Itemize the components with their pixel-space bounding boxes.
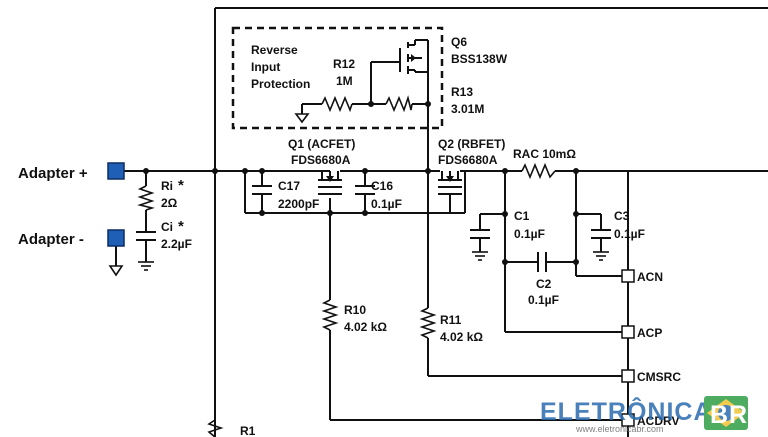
mosfet-q2	[438, 171, 462, 213]
resistor-r11	[419, 307, 437, 339]
c1-value: 0.1µF	[514, 227, 545, 241]
r13-name: R13	[451, 85, 473, 99]
capacitor-ci	[136, 231, 156, 241]
protection-label-2: Input	[251, 60, 280, 74]
pin-acn-label: ACN	[637, 270, 663, 284]
ri-star: *	[178, 177, 184, 194]
ground-ri	[138, 261, 154, 271]
watermark-flag-icon: BR	[704, 396, 748, 430]
protection-label-1: Reverse	[251, 43, 298, 57]
q1-name: Q1 (ACFET)	[288, 137, 355, 151]
ci-value: 2.2µF	[161, 237, 192, 251]
c3-value: 0.1µF	[614, 227, 645, 241]
capacitor-c1	[470, 229, 490, 239]
ci-name: Ci	[161, 220, 173, 234]
r12-name: R12	[333, 57, 355, 71]
watermark-br: BR	[710, 401, 748, 429]
pin-acdrv-box	[621, 413, 635, 427]
q6-part: BSS138W	[451, 52, 508, 66]
c17-value: 2200pF	[278, 197, 319, 211]
pin-cmsrc-box	[621, 369, 635, 383]
ri-value: 2Ω	[161, 196, 178, 210]
protection-label-3: Protection	[251, 77, 310, 91]
c16-name: C16	[371, 179, 393, 193]
mosfet-q6	[399, 40, 422, 74]
q6-name: Q6	[451, 35, 467, 49]
r10-value: 4.02 kΩ	[344, 320, 387, 334]
junction-dots	[143, 101, 579, 265]
c2-value: 0.1µF	[528, 293, 559, 307]
resistor-ri	[137, 185, 155, 211]
q2-part: FDS6680A	[438, 153, 498, 167]
watermark: ELETRÔNICA BR www.eletronicabr.com	[540, 396, 748, 434]
r11-value: 4.02 kΩ	[440, 330, 483, 344]
c1-name: C1	[514, 209, 530, 223]
adapter-plus-terminal	[107, 162, 125, 180]
adapter-minus-label: Adapter -	[18, 231, 84, 248]
pin-acp-label: ACP	[637, 326, 662, 340]
watermark-url: www.eletronicabr.com	[575, 424, 664, 434]
q2-name: Q2 (RBFET)	[438, 137, 505, 151]
ground-c3	[593, 251, 609, 261]
mosfet-q1	[318, 171, 342, 195]
protection-box	[231, 26, 444, 130]
c16-value: 0.1µF	[371, 197, 402, 211]
pin-acdrv-label: ACDRV	[637, 414, 679, 428]
resistor-r10	[321, 299, 339, 331]
r12-value: 1M	[336, 74, 353, 88]
r11-name: R11	[440, 313, 462, 327]
adapter-plus-label: Adapter +	[18, 165, 88, 182]
c2-name: C2	[536, 277, 552, 291]
pin-cmsrc-label: CMSRC	[637, 370, 681, 384]
capacitor-c16	[355, 185, 375, 195]
c3-name: C3	[614, 209, 630, 223]
capacitor-c3	[591, 229, 611, 239]
resistor-r1	[207, 419, 224, 437]
watermark-brand: ELETRÔNICA	[540, 396, 713, 426]
r13-value: 3.01M	[451, 102, 484, 116]
resistor-r13	[385, 95, 413, 113]
pin-acn-box	[621, 269, 635, 283]
ground-adapter	[108, 265, 124, 277]
ground-r12	[294, 113, 310, 124]
ground-c1	[472, 251, 488, 261]
adapter-minus-terminal	[107, 229, 125, 247]
wires	[115, 7, 768, 437]
rac-label: RAC 10mΩ	[513, 147, 576, 161]
resistor-r12	[321, 95, 353, 113]
resistor-rac	[521, 162, 556, 180]
c17-name: C17	[278, 179, 300, 193]
ci-star: *	[178, 218, 184, 235]
capacitor-c17	[252, 185, 272, 195]
q1-part: FDS6680A	[291, 153, 351, 167]
ri-name: Ri	[161, 179, 173, 193]
capacitor-c2	[537, 252, 547, 272]
pin-acp-box	[621, 325, 635, 339]
r10-name: R10	[344, 303, 366, 317]
r1-name: R1	[240, 424, 256, 437]
